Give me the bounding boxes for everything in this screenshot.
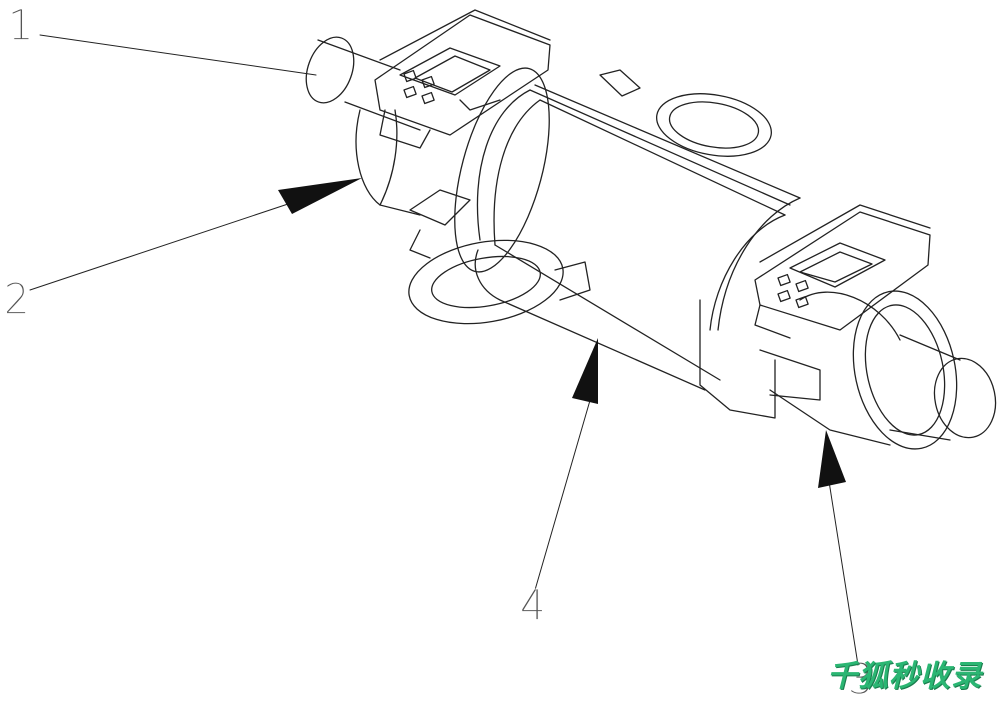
right-clip: [754, 204, 931, 339]
callout-label-4: 4: [520, 581, 546, 631]
right-connector: [852, 290, 997, 450]
leader-lines: [29, 34, 859, 666]
callout-label-2: 2: [4, 275, 30, 325]
callout-label-1: 1: [8, 1, 34, 51]
arrowheads: [278, 178, 846, 488]
callout-label-3: 3: [848, 655, 874, 705]
right-end-block: [699, 291, 901, 446]
main-body: [408, 67, 801, 391]
left-connector: [305, 36, 421, 216]
watermark: 千狐秒收录: [827, 659, 982, 694]
left-clip: [374, 9, 551, 149]
